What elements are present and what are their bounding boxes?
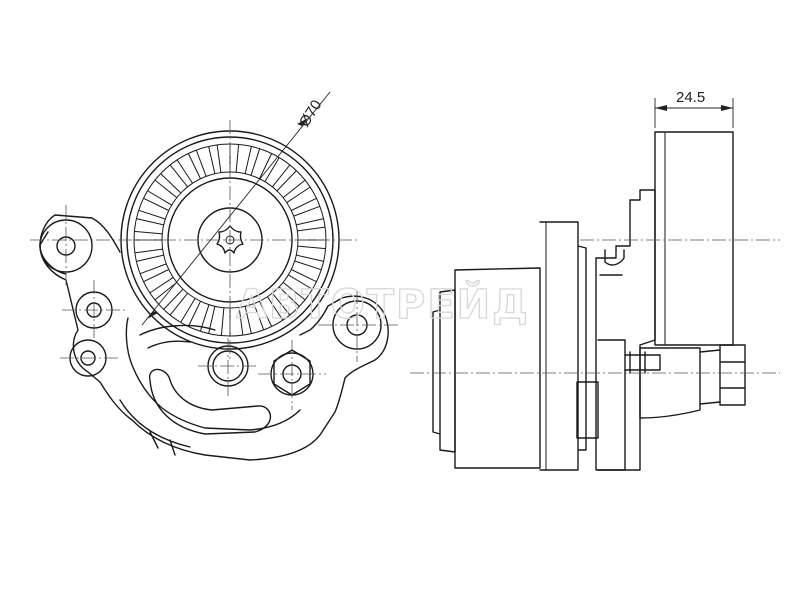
pulley-rib: [229, 144, 240, 173]
pulley-rib: [278, 282, 306, 307]
diameter-arrow-upper: [297, 118, 308, 126]
pulley-rib: [220, 307, 231, 336]
side-shaft-block: [576, 339, 626, 471]
side-pulley: [654, 131, 734, 346]
housing-lip: [119, 399, 191, 456]
pulley-rib: [199, 304, 216, 334]
front-view: Ø70: [30, 91, 398, 461]
lower-housing: [125, 317, 301, 431]
pulley-rib: [149, 277, 178, 301]
side-view: 24.5: [410, 89, 780, 471]
side-shaft: [624, 351, 661, 374]
side-housing-flange: [432, 289, 456, 453]
side-arm-step: [599, 249, 625, 276]
side-bolt-neck: [699, 349, 721, 405]
pulley-rib: [272, 164, 297, 192]
pulley-rib: [136, 209, 166, 226]
pulley-rib: [267, 292, 291, 321]
pulley-rib: [169, 159, 193, 188]
pulley-rib: [282, 179, 311, 203]
pulley-rib: [238, 306, 252, 336]
pulley-rib: [253, 301, 273, 331]
pulley-rib: [134, 248, 164, 262]
torx-socket-icon: [216, 225, 244, 254]
pulley-rib: [139, 263, 169, 283]
side-bolt-base: [639, 347, 701, 419]
width-arrow-right: [721, 105, 733, 111]
side-arm-plate: [595, 189, 656, 471]
pulley-rib: [296, 218, 326, 232]
arm-ridge: [139, 324, 216, 349]
pulley-rib: [208, 144, 222, 174]
pulley-rib: [291, 197, 321, 217]
watermark: АВТОТРЕЙД: [236, 280, 530, 328]
arc-slot: [148, 368, 272, 435]
pulley-rib: [154, 173, 182, 198]
pulley-rib: [297, 239, 326, 250]
pulley-rib: [244, 146, 261, 176]
pulley-rib: [187, 149, 207, 179]
pulley-rib: [259, 153, 280, 182]
pulley-rib: [294, 254, 324, 271]
pulley-rib: [288, 269, 317, 290]
side-bolt-head: [719, 344, 746, 406]
diameter-arrow-lower: [147, 311, 158, 319]
pulley-rib: [180, 298, 201, 327]
pulley-rib: [143, 190, 172, 211]
width-arrow-left: [655, 105, 667, 111]
width-label: 24.5: [676, 89, 705, 106]
side-housing-step: [539, 221, 587, 471]
diameter-dimension-line: [141, 91, 331, 326]
pulley-rib: [163, 288, 188, 316]
pulley-rib: [134, 230, 163, 241]
